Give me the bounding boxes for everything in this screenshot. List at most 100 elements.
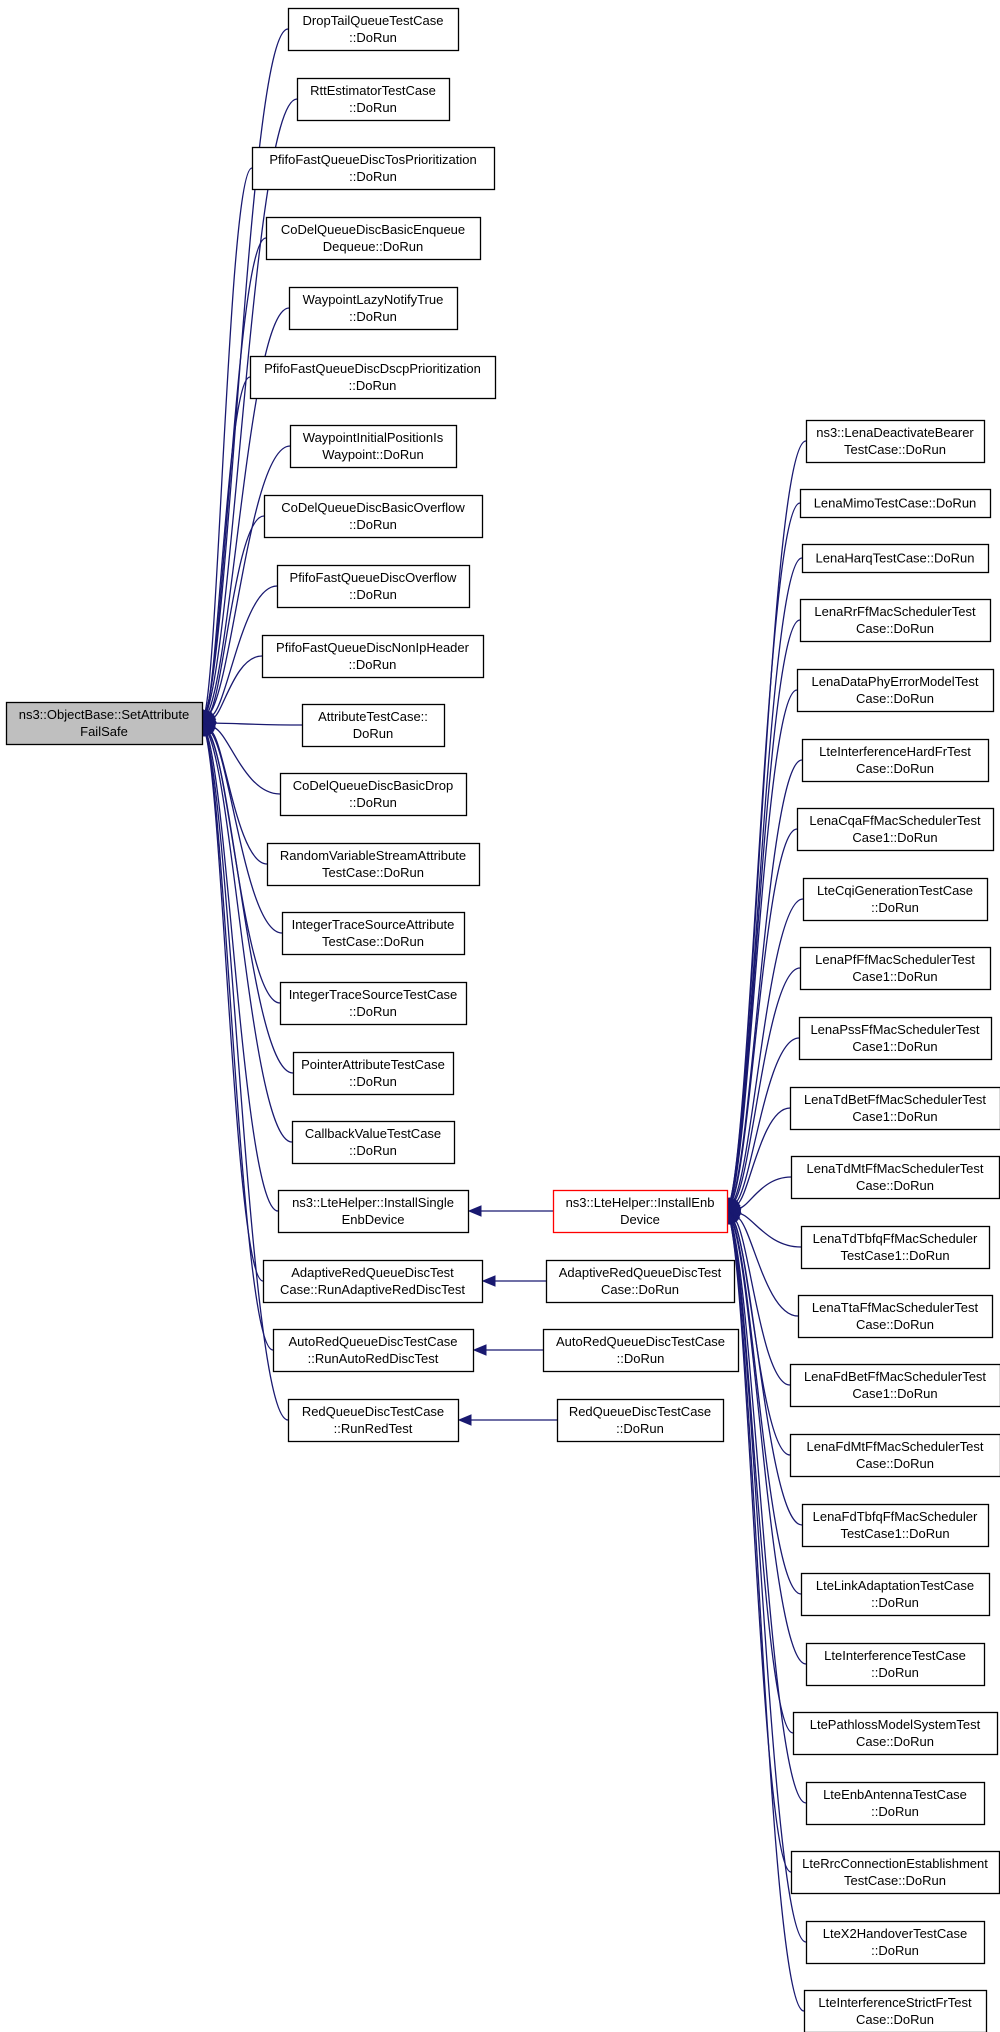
node-box — [277, 1189, 470, 1234]
node-box — [801, 543, 990, 574]
node-attribute-testcase[interactable]: AttributeTestCase::DoRun — [301, 703, 446, 748]
node-randomvar-attr[interactable]: RandomVariableStreamAttributeTestCase::D… — [266, 842, 481, 887]
node-label-line: ::DoRun — [349, 378, 397, 393]
node-inttrace-attr[interactable]: IntegerTraceSourceAttributeTestCase::DoR… — [281, 911, 466, 956]
node-lte-rrcconn[interactable]: LteRrcConnectionEstablishmentTestCase::D… — [790, 1850, 1000, 1895]
node-callback-value[interactable]: CallbackValueTestCase::DoRun — [291, 1120, 456, 1165]
node-lte-cqigen[interactable]: LteCqiGenerationTestCase::DoRun — [802, 877, 989, 922]
node-label-line: EnbDevice — [342, 1212, 405, 1227]
node-adaptivered-run[interactable]: AdaptiveRedQueueDiscTestCase::RunAdaptiv… — [262, 1259, 484, 1304]
edge-lte_intf_strictfr-to-ltehelper_install — [729, 1222, 805, 2012]
node-label-line: Case::RunAdaptiveRedDiscTest — [280, 1282, 465, 1297]
node-pfifo-dscp[interactable]: PfifoFastQueueDiscDscpPrioritization::Do… — [249, 355, 497, 400]
node-label-line: ::DoRun — [349, 517, 397, 532]
edge-lena_tdmtff-to-ltehelper_install — [739, 1176, 792, 1209]
node-box — [296, 77, 451, 122]
node-lte-intf-tc[interactable]: LteInterferenceTestCase::DoRun — [805, 1642, 986, 1687]
node-label-line: Case1::DoRun — [852, 1386, 937, 1401]
node-box — [261, 634, 485, 679]
node-label-line: PointerAttributeTestCase — [301, 1057, 445, 1072]
node-box — [800, 1225, 991, 1270]
node-pfifo-overflow[interactable]: PfifoFastQueueDiscOverflow::DoRun — [276, 564, 471, 609]
node-lte-x2handover[interactable]: LteX2HandoverTestCase::DoRun — [805, 1920, 986, 1965]
node-box — [287, 1398, 460, 1443]
node-box — [802, 877, 989, 922]
node-label-line: PfifoFastQueueDiscTosPrioritization — [269, 152, 476, 167]
node-box — [542, 1328, 740, 1373]
node-label-line: ::DoRun — [349, 169, 397, 184]
edge-lte_x2handover-to-ltehelper_install — [730, 1222, 807, 1943]
node-box — [281, 911, 466, 956]
node-label-line: Case1::DoRun — [852, 1039, 937, 1054]
node-label-line: LenaFdMtFfMacSchedulerTest — [806, 1439, 983, 1454]
node-label-line: Case::DoRun — [856, 1456, 934, 1471]
node-droptail[interactable]: DropTailQueueTestCase::DoRun — [287, 7, 460, 52]
arrowhead-red_run — [457, 1414, 472, 1426]
node-label-line: LteCqiGenerationTestCase — [817, 883, 973, 898]
node-pfifo-tos[interactable]: PfifoFastQueueDiscTosPrioritization::DoR… — [251, 146, 496, 191]
node-lena-mimo[interactable]: LenaMimoTestCase::DoRun — [799, 488, 992, 519]
node-waypoint-lazy[interactable]: WaypointLazyNotifyTrue::DoRun — [288, 286, 459, 331]
node-label-line: ::DoRun — [616, 1421, 664, 1436]
node-autored-dorun[interactable]: AutoRedQueueDiscTestCase::DoRun — [542, 1328, 740, 1373]
node-lte-enbantenna[interactable]: LteEnbAntennaTestCase::DoRun — [805, 1781, 986, 1826]
node-label-line: TestCase1::DoRun — [840, 1248, 949, 1263]
node-box — [800, 1572, 991, 1617]
edge-lte_pathloss-to-ltehelper_install — [730, 1222, 794, 1734]
node-rttestimator[interactable]: RttEstimatorTestCase::DoRun — [296, 77, 451, 122]
node-box — [272, 1328, 475, 1373]
node-label-line: ::DoRun — [871, 1804, 919, 1819]
node-codel-overflow[interactable]: CoDelQueueDiscBasicOverflow::DoRun — [263, 494, 484, 539]
edge-autored_run-to-objectbase_setattributefailsafe — [205, 734, 274, 1351]
node-box — [796, 668, 995, 713]
edge-lena_tdtbfqff-to-ltehelper_install — [739, 1212, 802, 1248]
node-label-line: ::DoRun — [871, 1595, 919, 1610]
node-label-line: ::DoRun — [617, 1351, 665, 1366]
edge-inttrace_attr-to-objectbase_setattributefailsafe — [210, 731, 283, 934]
node-codel-drop[interactable]: CoDelQueueDiscBasicDrop::DoRun — [279, 772, 468, 817]
node-label-line: IntegerTraceSourceAttribute — [292, 917, 455, 932]
node-label-line: PfifoFastQueueDiscDscpPrioritization — [264, 361, 481, 376]
node-label-line: LenaMimoTestCase::DoRun — [814, 496, 977, 511]
node-inttrace-tc[interactable]: IntegerTraceSourceTestCase::DoRun — [279, 981, 468, 1026]
edges-layer — [199, 28, 807, 2012]
node-pfifo-nonip[interactable]: PfifoFastQueueDiscNonIpHeader::DoRun — [261, 634, 485, 679]
node-red-run[interactable]: RedQueueDiscTestCase::RunRedTest — [287, 1398, 460, 1443]
node-label-line: LenaTdTbfqFfMacScheduler — [813, 1231, 978, 1246]
node-box — [799, 598, 992, 643]
node-label-line: ::DoRun — [349, 587, 397, 602]
edge-lena_ttaff-to-ltehelper_install — [737, 1217, 799, 1317]
node-pointer-attr[interactable]: PointerAttributeTestCase::DoRun — [292, 1051, 455, 1096]
node-lena-harq[interactable]: LenaHarqTestCase::DoRun — [801, 543, 990, 574]
node-box — [790, 1850, 1000, 1895]
node-label-line: LenaFdTbfqFfMacScheduler — [813, 1509, 978, 1524]
node-label-line: AutoRedQueueDiscTestCase — [288, 1334, 457, 1349]
node-red-dorun[interactable]: RedQueueDiscTestCase::DoRun — [556, 1398, 725, 1443]
node-label-line: Case::DoRun — [856, 1178, 934, 1193]
node-lte-linkadapt[interactable]: LteLinkAdaptationTestCase::DoRun — [800, 1572, 991, 1617]
node-label-line: ns3::ObjectBase::SetAttribute — [19, 707, 190, 722]
node-autored-run[interactable]: AutoRedQueueDiscTestCase::RunAutoRedDisc… — [272, 1328, 475, 1373]
